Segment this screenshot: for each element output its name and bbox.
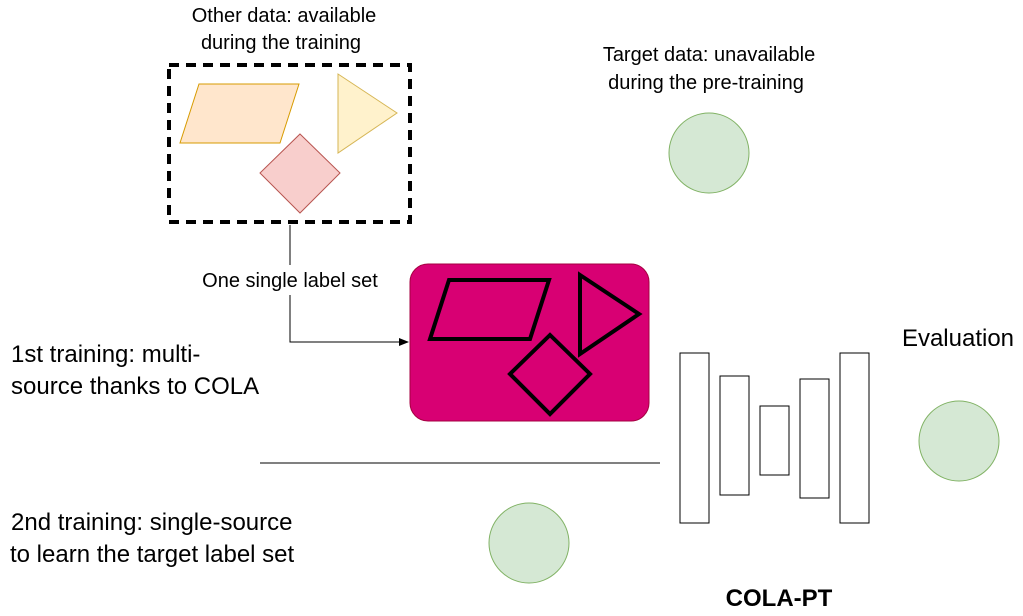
target-data-label-line1: Target data: unavailable [603,44,815,66]
first-training-label-line2: source thanks to COLA [11,373,259,400]
label-merge-arrow [289,225,409,346]
evaluation-label: Evaluation [902,325,1014,352]
source-parallelogram [179,83,300,144]
network-layer-4 [799,378,830,499]
source-triangle [337,73,398,154]
other-data-label-line1: Other data: available [192,5,377,27]
network-layer-2 [719,375,750,496]
first-training-label-line1: 1st training: multi- [11,341,200,368]
target-data-circle [668,112,750,194]
evaluation-data-circle [918,400,1000,482]
second-training-label-line2: to learn the target label set [10,541,295,568]
model-name-label: COLA-PT [726,585,833,612]
network-architecture [679,352,870,524]
network-layer-5 [839,352,870,524]
single-label-set-label: One single label set [202,270,378,292]
source-diamond [259,133,341,214]
target-data-label-line2: during the pre-training [608,72,804,94]
arrow-label-background [186,265,396,295]
network-layer-3 [759,405,790,476]
merged-triangle-outline [578,271,643,358]
second-training-label-line1: 2nd training: single-source [11,509,293,536]
other-data-label-line2: during the training [201,32,361,54]
merged-label-set-box [409,263,650,422]
merged-parallelogram-outline [427,278,552,341]
second-training-data-circle [488,502,570,584]
network-layer-1 [679,352,710,524]
other-data-box [167,63,412,224]
merged-diamond-outline [507,332,593,417]
